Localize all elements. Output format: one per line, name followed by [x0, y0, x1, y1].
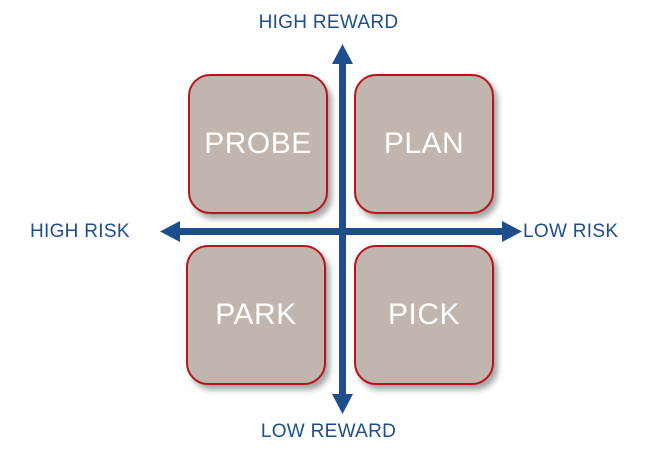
- arrow-up-icon: [332, 44, 353, 64]
- quadrant-park: PARK: [186, 245, 326, 385]
- quadrant-pick: PICK: [354, 245, 494, 385]
- axis-label-low-risk: LOW RISK: [523, 221, 619, 242]
- arrow-right-icon: [502, 221, 522, 242]
- horizontal-axis-line: [176, 228, 510, 235]
- arrow-left-icon: [160, 221, 180, 242]
- axis-label-low-reward: LOW REWARD: [260, 421, 397, 442]
- quadrant-plan: PLAN: [354, 74, 494, 214]
- quadrant-plan-label: PLAN: [383, 127, 465, 160]
- quadrant-probe: PROBE: [188, 74, 328, 214]
- arrow-down-icon: [332, 394, 353, 414]
- quadrant-park-label: PARK: [215, 298, 297, 331]
- quadrant-pick-label: PICK: [387, 298, 461, 331]
- axis-label-high-reward: HIGH REWARD: [258, 12, 399, 33]
- axis-label-high-risk: HIGH RISK: [30, 221, 130, 242]
- quadrant-probe-label: PROBE: [204, 127, 312, 160]
